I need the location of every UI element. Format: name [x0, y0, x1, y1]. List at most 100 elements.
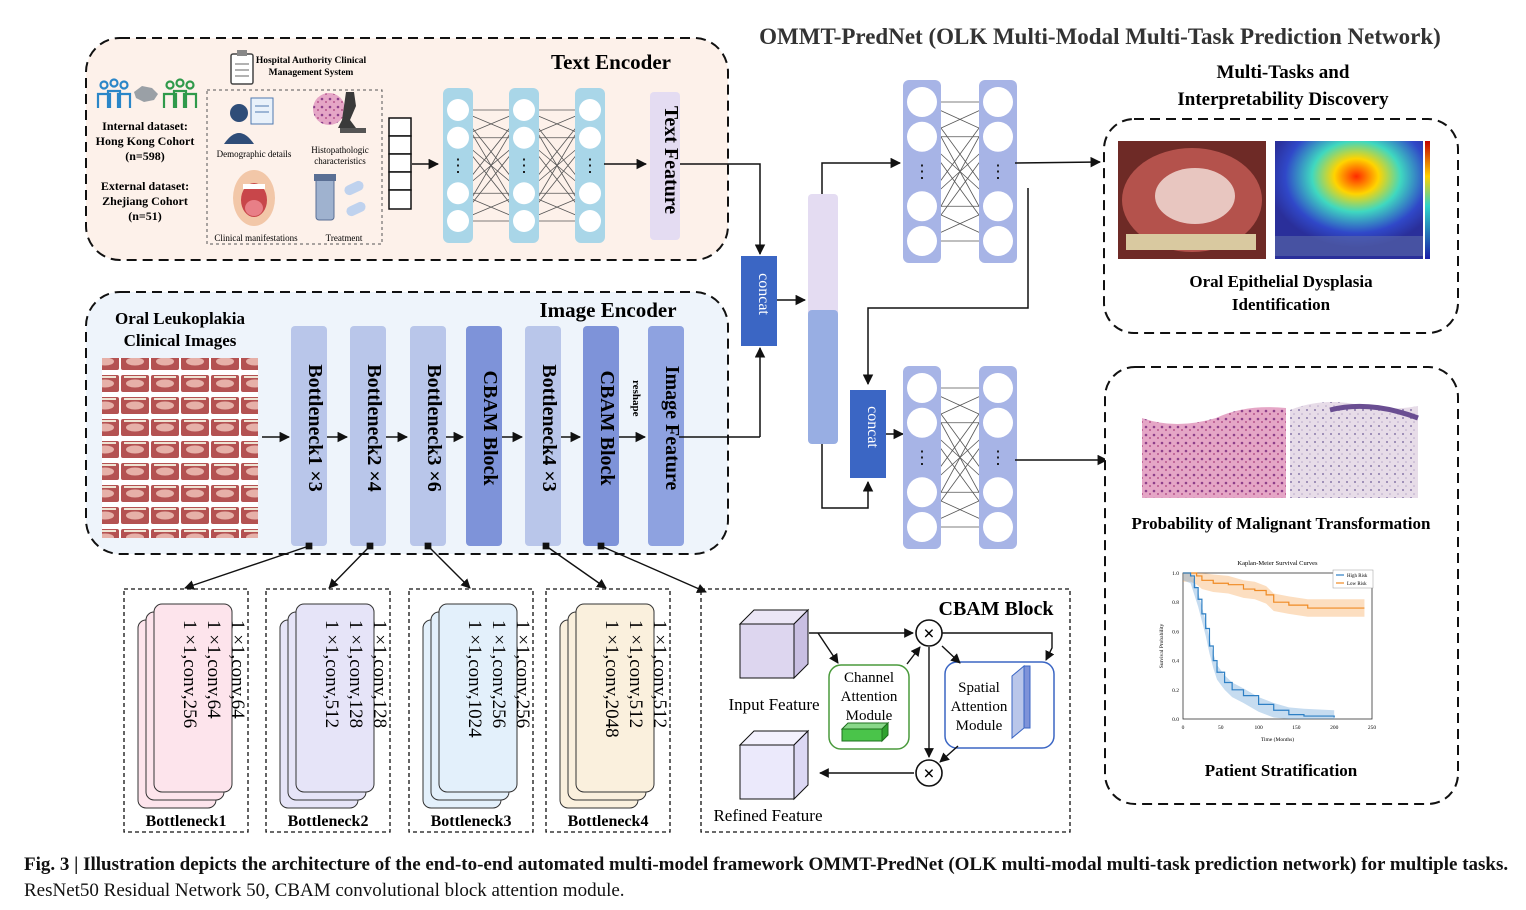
km-ytick: 0.6: [1172, 629, 1179, 635]
encoder-block: [350, 326, 386, 546]
task-network-lower: ⋮⋮: [903, 366, 1017, 549]
input-feature-cube: [738, 608, 810, 680]
clinical-data-box: [206, 89, 383, 245]
encoder-block: [466, 326, 502, 546]
network-ellipsis: ⋮: [515, 156, 533, 176]
clinical-manifestations-label: Clinical manifestations: [214, 233, 298, 243]
channel-weight-bar-icon: [840, 721, 890, 743]
encoder-block-label: Bottleneck4 ×3: [538, 364, 560, 492]
tasks-heading: Multi-Tasks and Interpretability Discove…: [1177, 62, 1389, 110]
km-legend-low: Low Risk: [1347, 582, 1367, 587]
encoder-block: [648, 326, 684, 546]
network-node: [447, 182, 469, 205]
svg-text:Oral Leukoplakia: Oral Leukoplakia: [115, 309, 245, 328]
encoder-block: [583, 326, 619, 546]
bottleneck-detail-title: Bottleneck1: [146, 813, 227, 830]
km-xtick: 100: [1254, 725, 1263, 731]
bottleneck-conv-line: 1 ×1,conv,512: [625, 620, 646, 728]
network-node: [447, 99, 469, 121]
encoder-block-label: Bottleneck2 ×4: [363, 364, 385, 492]
svg-text:Hong Kong Cohort: Hong Kong Cohort: [96, 134, 195, 148]
network-node: [983, 191, 1013, 222]
arrow-to-upper-net: [821, 157, 902, 194]
caption-normal: ResNet50 Residual Network 50, CBAM convo…: [24, 880, 625, 901]
network-node: [983, 373, 1013, 403]
reshape-label: reshape: [630, 380, 642, 417]
km-xtick: 50: [1218, 725, 1224, 731]
svg-text:×: ×: [923, 763, 934, 785]
network-node: [513, 210, 535, 232]
histology-icon: [313, 92, 366, 133]
network-node: [983, 407, 1013, 438]
spatial-attention-label: Spatial Attention Module: [951, 680, 1008, 734]
svg-text:Attention: Attention: [951, 699, 1008, 715]
heatmap-overlay-image: [1275, 141, 1423, 259]
caption-bold: Fig. 3 | Illustration depicts the archit…: [24, 854, 1509, 875]
text-encoder-heading: Text Encoder: [551, 50, 671, 74]
system-label: Hospital Authority Clinical Management S…: [256, 56, 367, 78]
bottleneck-detail-title: Bottleneck2: [288, 813, 369, 830]
dysplasia-task-label: Oral Epithelial Dysplasia Identification: [1189, 272, 1373, 314]
svg-text:Clinical Images: Clinical Images: [124, 331, 237, 350]
svg-text:Attention: Attention: [841, 689, 898, 705]
svg-text:Hospital Authority Clinical: Hospital Authority Clinical: [256, 56, 367, 66]
network-ellipsis: ⋮: [989, 162, 1007, 182]
internal-dataset-label: Internal dataset: Hong Kong Cohort (n=59…: [96, 119, 195, 163]
refined-feature-label: Refined Feature: [713, 806, 822, 825]
treatment-icon: [314, 174, 366, 221]
demographic-label: Demographic details: [217, 149, 292, 159]
bottleneck-conv-line: 1 ×1,conv,512: [649, 620, 670, 728]
fused-vector-image-part: [808, 310, 838, 444]
network-node: [907, 191, 937, 222]
network-node: [579, 182, 601, 205]
km-xtick: 250: [1368, 725, 1377, 731]
text-neural-network: ⋮⋮⋮: [443, 88, 605, 243]
network-node: [513, 126, 535, 149]
fused-vector-text-part: [808, 194, 838, 318]
svg-text:Zhejiang Cohort: Zhejiang Cohort: [102, 194, 188, 208]
heatmap-colorbar: [1425, 141, 1430, 259]
bottleneck-conv-line: 1 ×1,conv,64: [227, 620, 248, 719]
stratification-task-label: Patient Stratification: [1205, 761, 1358, 780]
bottleneck-conv-line: 1 ×1,conv,128: [369, 620, 390, 728]
network-ellipsis: ⋮: [449, 156, 467, 176]
concat-label-2: concat: [864, 406, 881, 448]
encoder-block: [525, 326, 561, 546]
svg-text:Identification: Identification: [1232, 295, 1331, 314]
network-node: [447, 210, 469, 232]
km-title: Kaplan-Meier Survival Curves: [1237, 560, 1318, 567]
oral-photo: [1118, 141, 1266, 259]
channel-attention-label: Channel Attention Module: [841, 670, 898, 724]
svg-text:Management System: Management System: [269, 68, 354, 78]
km-high-risk-curve: [1183, 572, 1335, 718]
svg-text:(n=598): (n=598): [125, 149, 165, 163]
network-ellipsis: ⋮: [913, 448, 931, 468]
encoder-block-label: Bottleneck1 ×3: [304, 364, 326, 492]
svg-text:External dataset:: External dataset:: [101, 179, 189, 193]
network-node: [983, 87, 1013, 117]
clipboard-icon: [230, 50, 254, 85]
bottleneck-layer-card: [575, 603, 655, 793]
concat-label-1: concat: [755, 273, 772, 315]
network-node: [907, 121, 937, 152]
network-ellipsis: ⋮: [913, 162, 931, 182]
bottleneck-conv-line: 1 ×1,conv,512: [321, 620, 342, 728]
network-ellipsis: ⋮: [989, 448, 1007, 468]
diagram-title: OMMT-PredNet (OLK Multi-Modal Multi-Task…: [759, 24, 1441, 49]
network-node: [907, 87, 937, 117]
bottleneck-conv-line: 1 ×1,conv,256: [488, 620, 509, 728]
km-ytick: 0.2: [1172, 688, 1179, 694]
bottleneck-layer-card: [153, 603, 233, 793]
network-node: [907, 226, 937, 256]
network-node: [907, 512, 937, 542]
svg-text:Module: Module: [956, 718, 1003, 734]
bottleneck-conv-line: 1 ×1,conv,1024: [464, 620, 485, 738]
km-plot-area: [1182, 572, 1373, 720]
svg-text:Histopathologic: Histopathologic: [311, 145, 369, 155]
multiply-node-top: ×: [915, 619, 943, 647]
svg-text:×: ×: [923, 623, 934, 645]
cbam-heading: CBAM Block: [939, 598, 1055, 620]
network-node: [907, 477, 937, 508]
